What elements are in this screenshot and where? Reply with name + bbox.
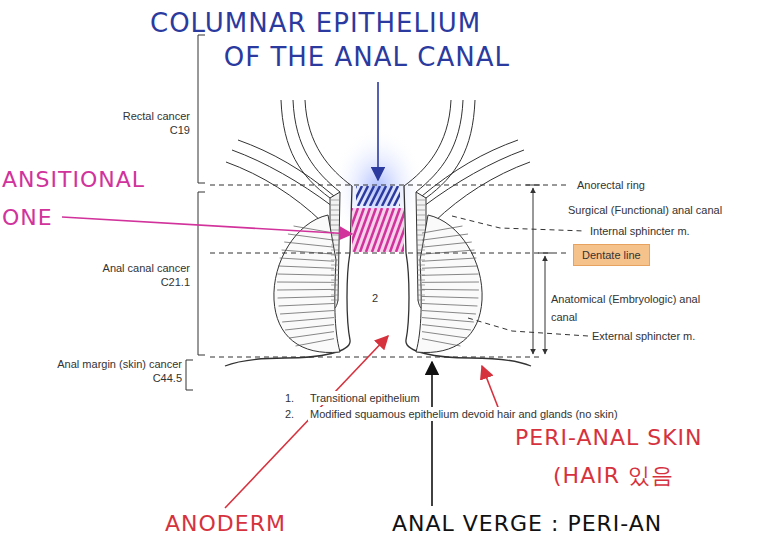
handwritten-note: ANSITIONAL ONE xyxy=(2,161,162,237)
dimension-arrow xyxy=(526,185,552,354)
dimension-arrow xyxy=(526,185,540,186)
muscle-hatch xyxy=(277,274,334,275)
muscle-hatch xyxy=(331,200,339,201)
muscle-hatch xyxy=(331,300,339,301)
muscle-hatch xyxy=(288,234,334,240)
canal-wall xyxy=(404,100,531,366)
callout-number: 1. xyxy=(283,391,296,405)
handwritten-note: PERI-ANAL SKIN xyxy=(515,424,703,452)
region-label: Surgical (Functional) anal canal xyxy=(568,204,722,217)
muscle-hatch xyxy=(331,270,339,271)
handwritten-note: (HAIR 있음 xyxy=(553,462,674,490)
transitional-hatch xyxy=(402,208,404,252)
region-label: Anatomical (Embryologic) anal canal xyxy=(551,290,701,326)
transitional-hatch xyxy=(352,208,404,252)
muscle-hatch xyxy=(331,220,339,221)
mucosa-line xyxy=(225,186,352,366)
dimension-arrow xyxy=(533,188,534,354)
muscle-hatch xyxy=(280,311,334,314)
region-label: Rectal cancer xyxy=(80,110,190,123)
levator-muscle xyxy=(232,150,332,206)
handwritten-note: ANODERM xyxy=(165,510,286,538)
region-label: Anal canal cancer xyxy=(80,262,190,275)
bracket xyxy=(186,35,205,390)
bracket xyxy=(198,35,205,183)
muscle-hatch xyxy=(277,289,334,291)
anal-verge-line xyxy=(210,357,540,358)
bracket xyxy=(198,192,205,355)
transitional-zone xyxy=(352,208,404,252)
leader-line xyxy=(452,216,585,231)
bracket xyxy=(186,360,193,390)
muscle-hatch xyxy=(284,242,334,247)
muscle-hatch xyxy=(331,245,339,246)
level-label: Anorectal ring xyxy=(577,179,645,192)
muscle-hatch xyxy=(277,282,334,283)
transitional-hatch xyxy=(390,208,404,252)
muscle-hatch xyxy=(331,280,339,281)
levator-muscle xyxy=(238,140,334,196)
muscle-hatch xyxy=(331,265,339,266)
muscle-hatch xyxy=(279,303,334,306)
annotation-arrow xyxy=(62,82,503,508)
muscle-hatch xyxy=(331,230,339,231)
region-label: Anal margin (skin) cancer xyxy=(30,358,182,371)
handwritten-note: ANAL VERGE : PERI-AN xyxy=(392,510,662,538)
muscle-hatch xyxy=(331,285,339,286)
columnar-hatch xyxy=(394,186,400,206)
highlight-box: Dentate line xyxy=(573,244,650,266)
annotation-arrow xyxy=(225,336,388,508)
handwritten-note: COLUMNAR EPITHELIUM OF THE ANAL CANAL xyxy=(150,6,510,74)
callout-number: 2 xyxy=(372,292,378,305)
callout-number: 2. xyxy=(283,407,296,421)
rectal-mucosa xyxy=(305,100,352,186)
icd-code: C44.5 xyxy=(30,372,182,385)
columnar-hatch xyxy=(356,186,400,206)
muscle-hatch xyxy=(296,339,334,346)
muscle-hatch xyxy=(331,235,339,236)
muscle-hatch xyxy=(331,255,339,256)
part-label: Internal sphincter m. xyxy=(590,225,690,238)
level-lines xyxy=(210,185,588,357)
note-text: Transitional epithelium xyxy=(308,391,422,405)
muscle-hatch xyxy=(331,215,339,216)
dimension-arrow xyxy=(545,256,546,354)
muscle-hatch xyxy=(331,210,339,211)
muscle-hatch xyxy=(278,296,334,298)
muscle-hatch xyxy=(285,325,334,330)
muscle-hatch xyxy=(277,200,339,346)
muscle-hatch xyxy=(331,275,339,276)
muscle-hatch xyxy=(289,332,334,338)
rectal-muscle xyxy=(293,100,340,192)
dentate-line xyxy=(210,253,568,254)
muscle-hatch xyxy=(331,295,339,296)
muscle-hatch xyxy=(331,260,339,261)
annotation-arrow xyxy=(62,217,352,234)
annotation-arrow xyxy=(431,362,433,506)
muscle-hatch xyxy=(282,318,334,322)
anorectal-ring-line xyxy=(210,185,570,186)
muscle-hatch xyxy=(331,250,339,251)
part-label: External sphincter m. xyxy=(592,330,695,343)
muscle-hatch xyxy=(280,258,334,261)
muscle-hatch xyxy=(278,266,334,268)
rectal-muscle xyxy=(281,100,330,198)
muscle-hatch xyxy=(331,290,339,291)
node-label: Dentate line xyxy=(582,249,641,261)
muscle-hatch xyxy=(282,250,334,254)
note-text: Modified squamous epithelium devoid hair… xyxy=(308,407,620,421)
muscle-hatch xyxy=(331,205,339,206)
icd-code: C21.1 xyxy=(80,276,190,289)
muscle-hatch xyxy=(331,240,339,241)
icd-code: C19 xyxy=(80,124,190,137)
annotation-arrow xyxy=(377,82,379,180)
dimension-arrow xyxy=(538,253,552,254)
levator-muscle xyxy=(226,162,322,222)
muscle-hatch xyxy=(331,225,339,226)
external-sphincter xyxy=(274,215,340,353)
transitional-hatch xyxy=(396,208,404,252)
